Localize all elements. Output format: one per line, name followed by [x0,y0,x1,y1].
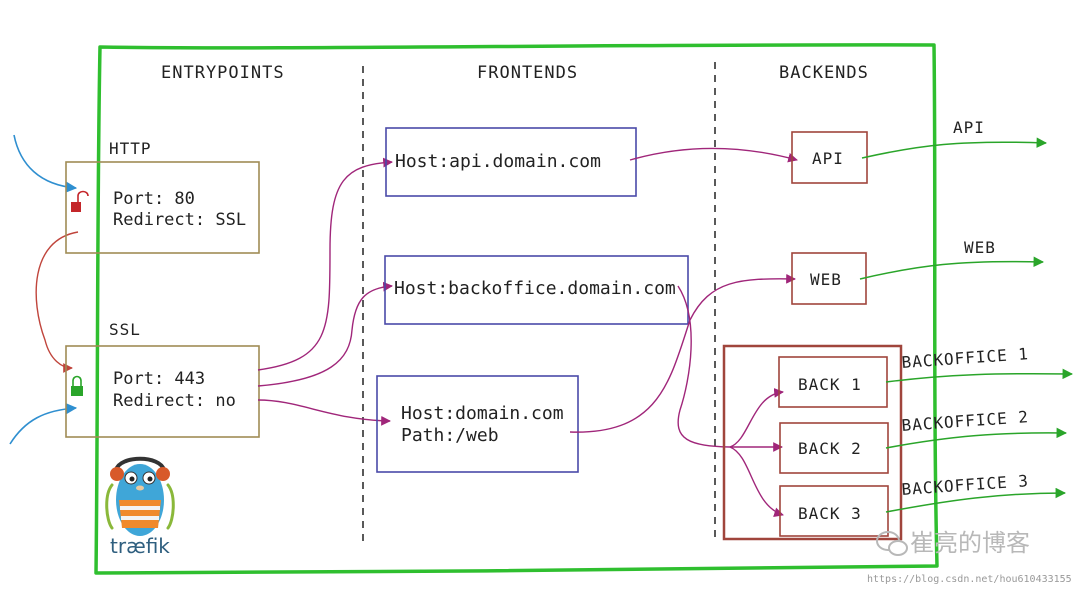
unlocked-padlock-icon [71,190,89,212]
route-ssl-to-web [257,399,391,426]
redirect-arrow [35,231,79,373]
backend-back3-label: BACK 3 [798,504,862,523]
route-ssl-to-backoffice [257,281,393,387]
route-api-to-backend [629,147,798,163]
entrypoint-ssl-title: SSL [109,320,141,339]
frontend-backoffice: Host:backoffice.domain.com [384,255,689,325]
wechat-icon [876,531,908,556]
output-backoffice1-label: BACKOFFICE 1 [901,344,1030,372]
backend-back3: BACK 3 [779,485,889,537]
watermark-text: 崔亮的博客 [910,529,1030,557]
frontend-web: Host:domain.com Path:/web [376,375,579,473]
entrypoint-ssl-box [65,345,260,438]
backend-back2: BACK 2 [779,422,889,474]
output-backoffice1-arrow [885,368,1074,383]
frontend-api-host: Host:api.domain.com [395,151,601,172]
route-ssl-to-api [257,157,393,371]
backend-api-label: API [812,149,844,168]
incoming-ssl-arrow [9,403,78,445]
gopher-mascot-icon [105,456,175,536]
locked-padlock-icon [71,375,83,396]
column-header-entrypoints: ENTRYPOINTS [161,63,285,83]
output-api-arrow [861,137,1048,159]
frontend-web-box [376,375,579,473]
entrypoint-ssl-redirect: Redirect: no [113,391,236,411]
route-fork-back1 [729,387,784,448]
entrypoint-http: HTTP Port: 80 Redirect: SSL [65,139,260,254]
column-header-frontends: FRONTENDS [477,63,578,83]
output-backoffice3-arrow [885,487,1067,513]
output-web-arrow [859,256,1045,280]
frontend-api: Host:api.domain.com [385,127,637,197]
backend-back1: BACK 1 [778,356,888,408]
frontend-api-box [385,127,637,197]
watermark-url: https://blog.csdn.net/hou610433155 [867,574,1072,585]
output-web-label: WEB [964,238,996,257]
frontend-backoffice-host: Host:backoffice.domain.com [394,278,676,299]
frontend-web-host: Host:domain.com [401,403,564,424]
output-backoffice2-arrow [885,427,1068,449]
outer-frame [94,43,939,575]
entrypoint-http-redirect: Redirect: SSL [113,210,246,230]
entrypoint-ssl: SSL Port: 443 Redirect: no [65,320,260,438]
backend-back2-label: BACK 2 [798,439,862,458]
entrypoint-http-port: Port: 80 [113,189,195,209]
route-web-to-backend [569,273,796,433]
backend-web-box [791,252,867,305]
route-backoffice-to-backends [677,285,731,448]
entrypoint-http-box [65,161,260,254]
backend-api: API [791,131,868,184]
backend-web-label: WEB [810,270,842,289]
column-header-backends: BACKENDS [779,63,869,83]
backoffice-group [722,344,903,541]
output-api-label: API [953,118,985,137]
entrypoint-ssl-port: Port: 443 [113,369,205,389]
frontend-web-path: Path:/web [401,425,499,446]
frontend-backoffice-box [384,255,689,325]
backend-web: WEB [791,252,867,305]
entrypoint-http-title: HTTP [109,139,152,158]
backend-back1-label: BACK 1 [798,375,862,394]
route-fork-back3 [729,446,784,517]
output-backoffice2-label: BACKOFFICE 2 [901,407,1030,435]
traefik-logo-text: træfik [110,534,170,558]
